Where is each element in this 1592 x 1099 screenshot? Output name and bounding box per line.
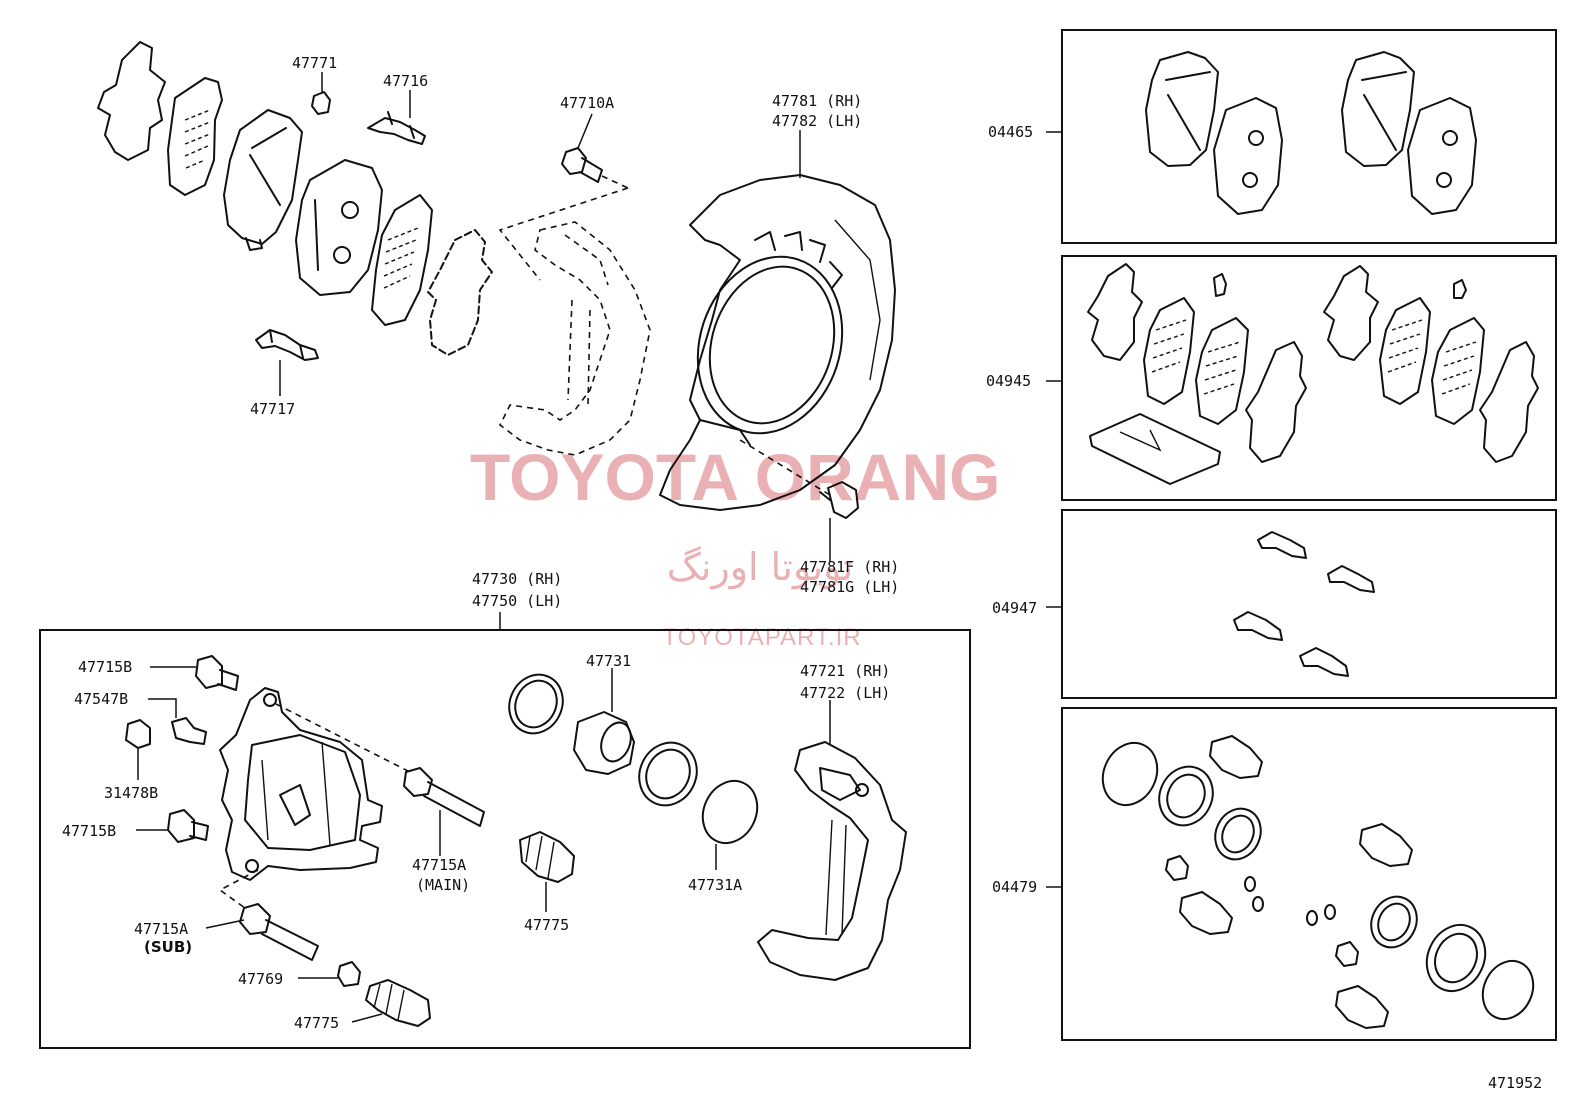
pad-wear-indicator-clip: 47771 bbox=[292, 54, 337, 115]
label-47721-rh: 47721 (RH) bbox=[800, 662, 890, 680]
kit-04465-pads bbox=[1145, 51, 1477, 215]
bleeder-cap: 31478B bbox=[104, 719, 158, 802]
anti-squeal-shim-inner-right bbox=[371, 194, 433, 326]
bushing-47769: 47769 bbox=[238, 961, 361, 988]
kit-04947-clips bbox=[1233, 531, 1375, 677]
label-47769: 47769 bbox=[238, 970, 283, 988]
diagram-id: 471952 bbox=[1488, 1074, 1542, 1092]
kit-box-04479 bbox=[1061, 707, 1557, 1041]
kit-code-04479: 04479 bbox=[992, 878, 1037, 896]
label-47715b-top: 47715B bbox=[78, 658, 132, 676]
label-47710a: 47710A bbox=[560, 94, 614, 112]
caliper-mounting-bracket-ghost bbox=[498, 221, 651, 456]
brake-pad-outer bbox=[223, 109, 303, 251]
cylinder-boot-set-ring: 47731A bbox=[688, 779, 759, 894]
label-main-tag: (MAIN) bbox=[416, 876, 470, 894]
label-47730-rh: 47730 (RH) bbox=[472, 570, 562, 588]
label-47717: 47717 bbox=[250, 400, 295, 418]
slide-pin-sub: 47715A (SUB) bbox=[134, 903, 319, 961]
label-47775-mid: 47775 bbox=[524, 916, 569, 934]
label-31478b: 31478B bbox=[104, 784, 158, 802]
bleeder-plug-cap: 47547B bbox=[74, 690, 207, 745]
bleeder-plug-bottom: 47715B bbox=[62, 809, 209, 843]
label-47775-bottom: 47775 bbox=[294, 1014, 339, 1032]
piston-boot bbox=[638, 741, 698, 807]
slide-pin-main: 47715A (MAIN) bbox=[403, 767, 485, 894]
label-47547b: 47547B bbox=[74, 690, 128, 708]
anti-squeal-shim-outer-right bbox=[427, 229, 493, 356]
anti-squeal-shim-outer-left bbox=[97, 41, 166, 161]
bolt-47710a: 47710A bbox=[498, 94, 629, 281]
label-47781-rh: 47781 (RH) bbox=[772, 92, 862, 110]
bleeder-plug-top: 47715B bbox=[78, 655, 239, 691]
pad-support-plate-lower: 47717 bbox=[250, 329, 319, 418]
piston-seal bbox=[508, 673, 564, 735]
label-47781g-lh: 47781G (LH) bbox=[800, 578, 899, 596]
label-47750-lh: 47750 (LH) bbox=[472, 592, 562, 610]
label-47782-lh: 47782 (LH) bbox=[772, 112, 862, 130]
watermark-url: TOYOTAPART.IR bbox=[662, 624, 861, 651]
label-47715b-bottom: 47715B bbox=[62, 822, 116, 840]
cylinder-boot-mid: 47775 bbox=[519, 831, 575, 934]
kit-box-04947 bbox=[1061, 509, 1557, 699]
caliper-assembly-box bbox=[39, 629, 971, 1049]
watermark-persian: تویوتا اورنگ bbox=[667, 545, 854, 590]
disc-brake-dust-cover: 47781 (RH) 47782 (LH) bbox=[659, 92, 896, 511]
cylinder-boot-bottom: 47775 bbox=[294, 979, 431, 1032]
pad-support-plate-upper: 47716 bbox=[367, 72, 428, 145]
label-47715a-main: 47715A bbox=[412, 856, 466, 874]
kit-code-04947: 04947 bbox=[992, 599, 1037, 617]
brake-pad-inner bbox=[295, 159, 383, 296]
dust-cover-bolt: 47781F (RH) 47781G (LH) bbox=[800, 481, 899, 596]
label-47781f-rh: 47781F (RH) bbox=[800, 558, 899, 576]
anti-squeal-shim-inner-left bbox=[167, 77, 223, 196]
kit-04479-seals bbox=[1101, 735, 1535, 1029]
label-sub-tag: (SUB) bbox=[144, 938, 192, 956]
label-47716: 47716 bbox=[383, 72, 428, 90]
piston-47731: 47731 bbox=[573, 652, 635, 775]
kit-04945-shims bbox=[1087, 263, 1539, 485]
caliper-cylinder-body bbox=[218, 687, 411, 909]
label-47771: 47771 bbox=[292, 54, 337, 72]
kit-code-04465: 04465 bbox=[988, 123, 1033, 141]
label-47731: 47731 bbox=[586, 652, 631, 670]
label-47715a-sub: 47715A bbox=[134, 920, 188, 938]
label-47722-lh: 47722 (LH) bbox=[800, 684, 890, 702]
caliper-mounting-bracket: 47721 (RH) 47722 (LH) bbox=[757, 662, 907, 981]
kit-box-04945 bbox=[1061, 255, 1557, 501]
kit-box-04465 bbox=[1061, 29, 1557, 244]
label-47731a: 47731A bbox=[688, 876, 742, 894]
kit-code-04945: 04945 bbox=[986, 372, 1031, 390]
